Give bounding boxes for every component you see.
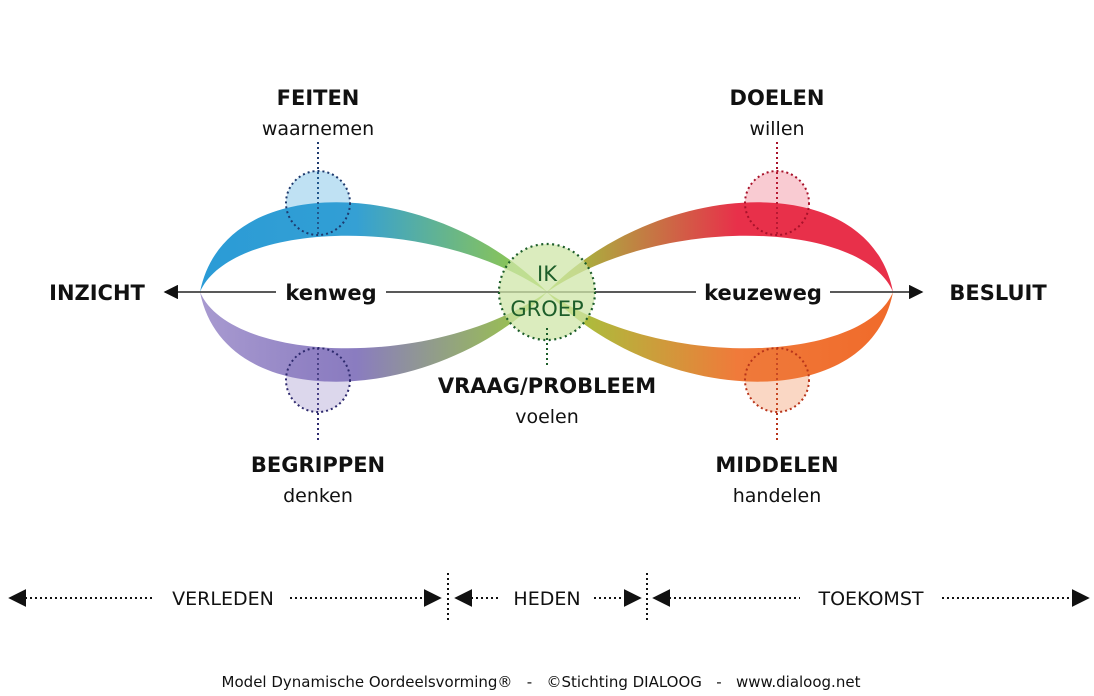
voelen-verb: voelen [515, 406, 579, 428]
doelen-title: DOELEN [730, 86, 825, 110]
verleden-label: VERLEDEN [172, 588, 274, 610]
middelen-verb: handelen [733, 485, 822, 507]
begrippen-marker [285, 347, 351, 440]
groep-label: GROEP [510, 297, 583, 321]
timeline [8, 573, 1090, 622]
doelen-verb: willen [749, 118, 804, 140]
kenweg-label: kenweg [285, 281, 376, 305]
feiten-verb: waarnemen [262, 118, 374, 140]
begrippen-title: BEGRIPPEN [251, 453, 385, 477]
inzicht-label: INZICHT [49, 281, 145, 305]
center-marker [497, 242, 597, 368]
feiten-title: FEITEN [277, 86, 360, 110]
band-feiten [200, 202, 547, 292]
band-begrippen [200, 292, 547, 382]
middelen-marker [744, 347, 810, 440]
keuzeweg-label: keuzeweg [704, 281, 822, 305]
doelen-marker [744, 142, 810, 236]
heden-label: HEDEN [513, 588, 580, 610]
vraag-probleem-title: VRAAG/PROBLEEM [438, 374, 656, 398]
ik-label: IK [537, 262, 558, 286]
footer-credit: Model Dynamische Oordeelsvorming® - ©Sti… [222, 673, 861, 691]
feiten-marker [285, 142, 351, 236]
band-doelen [547, 202, 893, 292]
toekomst-label: TOEKOMST [817, 588, 923, 610]
band-middelen [547, 292, 893, 382]
begrippen-verb: denken [283, 485, 353, 507]
besluit-label: BESLUIT [949, 281, 1047, 305]
middelen-title: MIDDELEN [715, 453, 838, 477]
